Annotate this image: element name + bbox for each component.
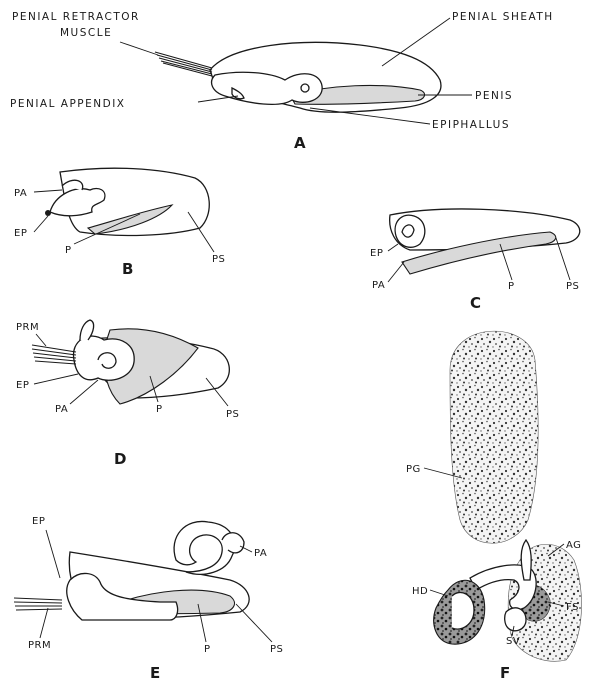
panel-f: PG AG HD FS SV F xyxy=(406,331,582,682)
leader-ep-d xyxy=(34,374,78,384)
leader-ep-c xyxy=(388,244,398,251)
label-ps-c: PS xyxy=(566,281,579,292)
label-prm-d: PRM xyxy=(16,322,39,333)
leader-penial-retractor xyxy=(120,42,158,55)
label-pa-c: PA xyxy=(372,280,385,291)
label-penial-retractor-2: MUSCLE xyxy=(60,27,112,39)
retractor-muscle-d xyxy=(32,345,76,364)
label-prm-e: PRM xyxy=(28,640,51,651)
label-ps-b: PS xyxy=(212,254,225,265)
label-p-c: P xyxy=(508,281,515,292)
label-p-e: P xyxy=(204,644,211,655)
retractor-muscle-e xyxy=(14,598,62,610)
label-ps-d: PS xyxy=(226,409,239,420)
ep-end-b xyxy=(45,210,51,216)
panel-c: EP PA P PS C xyxy=(370,209,580,312)
epiphallus-coil-e xyxy=(174,521,235,574)
label-penial-retractor-1: PENIAL RETRACTOR xyxy=(12,11,140,23)
leader-pa-c xyxy=(388,262,404,282)
panel-letter-d: D xyxy=(114,450,126,468)
leader-ep-b xyxy=(34,216,48,232)
label-fs-f: FS xyxy=(566,602,579,613)
label-pa-e: PA xyxy=(254,548,267,559)
appendix-c xyxy=(402,225,414,237)
leader-prm-e xyxy=(40,608,48,638)
label-ep-e: EP xyxy=(32,516,45,527)
label-ep-b: EP xyxy=(14,228,27,239)
label-pa-b: PA xyxy=(14,188,27,199)
leader-pa-d xyxy=(70,380,98,404)
panel-b: PA EP P PS B xyxy=(14,168,225,278)
retractor-muscle-shape xyxy=(155,52,212,76)
panel-letter-a: A xyxy=(294,134,306,152)
label-penial-appendix: PENIAL APPENDIX xyxy=(10,98,126,110)
label-ep-c: EP xyxy=(370,248,383,259)
panel-letter-c: C xyxy=(470,294,481,312)
leader-ps-c xyxy=(556,238,570,280)
label-p-d: P xyxy=(156,404,163,415)
label-epiphallus: EPIPHALLUS xyxy=(432,119,510,131)
label-ep-d: EP xyxy=(16,380,29,391)
label-penial-sheath: PENIAL SHEATH xyxy=(452,11,554,23)
label-ag-f: AG xyxy=(566,540,581,551)
panel-letter-f: F xyxy=(500,664,510,682)
label-hd-f: HD xyxy=(412,586,428,597)
leader-penial-appendix xyxy=(198,96,238,102)
prostate-gland-shape xyxy=(450,331,538,543)
label-penis: PENIS xyxy=(475,90,513,102)
leader-ep-e xyxy=(46,530,60,578)
label-pg-f: PG xyxy=(406,464,421,475)
panel-e: EP PA PRM P PS E xyxy=(14,516,283,682)
seminal-vesicle-shape xyxy=(505,608,526,631)
label-p-b: P xyxy=(65,245,72,256)
leader-ps-e xyxy=(236,604,272,642)
epiphallus-shape xyxy=(212,72,323,104)
panel-letter-b: B xyxy=(122,260,133,278)
leader-prm-d xyxy=(36,334,46,346)
panel-d: PRM EP PA P PS D xyxy=(16,320,239,468)
label-pa-d: PA xyxy=(55,404,68,415)
leader-pa-b xyxy=(34,190,62,192)
panel-letter-e: E xyxy=(150,664,160,682)
label-ps-e: PS xyxy=(270,644,283,655)
label-sv-f: SV xyxy=(506,636,520,647)
panel-a: PENIAL RETRACTOR MUSCLE PENIAL APPENDIX … xyxy=(10,11,554,152)
seminal-stalk-f xyxy=(521,540,531,580)
